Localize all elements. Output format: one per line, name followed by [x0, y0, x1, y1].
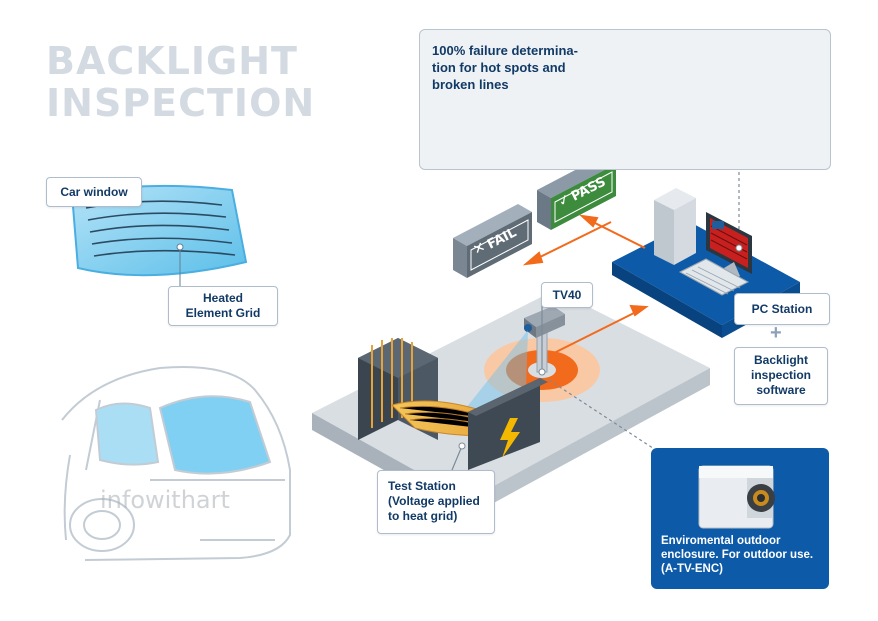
- signal-arrows: [522, 214, 649, 357]
- test-station-fixture: [358, 338, 548, 470]
- test-station-label: Test Station (Voltage applied to heat gr…: [377, 470, 495, 534]
- enclosure-text: Enviromental outdoor enclosure. For outd…: [661, 535, 814, 575]
- software-label: Backlight inspection software: [734, 347, 828, 405]
- fail-sign: [453, 204, 532, 278]
- title-line-1: BACKLIGHT: [46, 39, 298, 83]
- pc-station-label: PC Station: [734, 293, 830, 325]
- plus-sign: +: [770, 322, 782, 344]
- title-line-2: INSPECTION: [46, 81, 316, 125]
- watermark: infowithart: [100, 486, 230, 514]
- tv40-label: TV40: [541, 282, 593, 308]
- tv40-connector-dot: [538, 368, 546, 376]
- page-title: BACKLIGHT INSPECTION: [46, 40, 315, 124]
- info-panel: 100% failure determina- tion for hot spo…: [419, 29, 831, 170]
- lightning-icon: [500, 418, 520, 458]
- car-window-label: Car window: [46, 177, 142, 207]
- test-station-connector-dot: [458, 442, 466, 450]
- car-side-window: [94, 402, 160, 466]
- enclosure-camera: [698, 465, 775, 529]
- car-window-graphic: [70, 184, 248, 288]
- pass-sign: [537, 156, 616, 230]
- car-rear-window: [158, 395, 272, 475]
- info-text: 100% failure determina- tion for hot spo…: [432, 43, 578, 92]
- heated-grid-label: Heated Element Grid: [168, 286, 278, 326]
- enclosure-panel: Enviromental outdoor enclosure. For outd…: [651, 448, 829, 589]
- test-station-connector: [451, 445, 463, 471]
